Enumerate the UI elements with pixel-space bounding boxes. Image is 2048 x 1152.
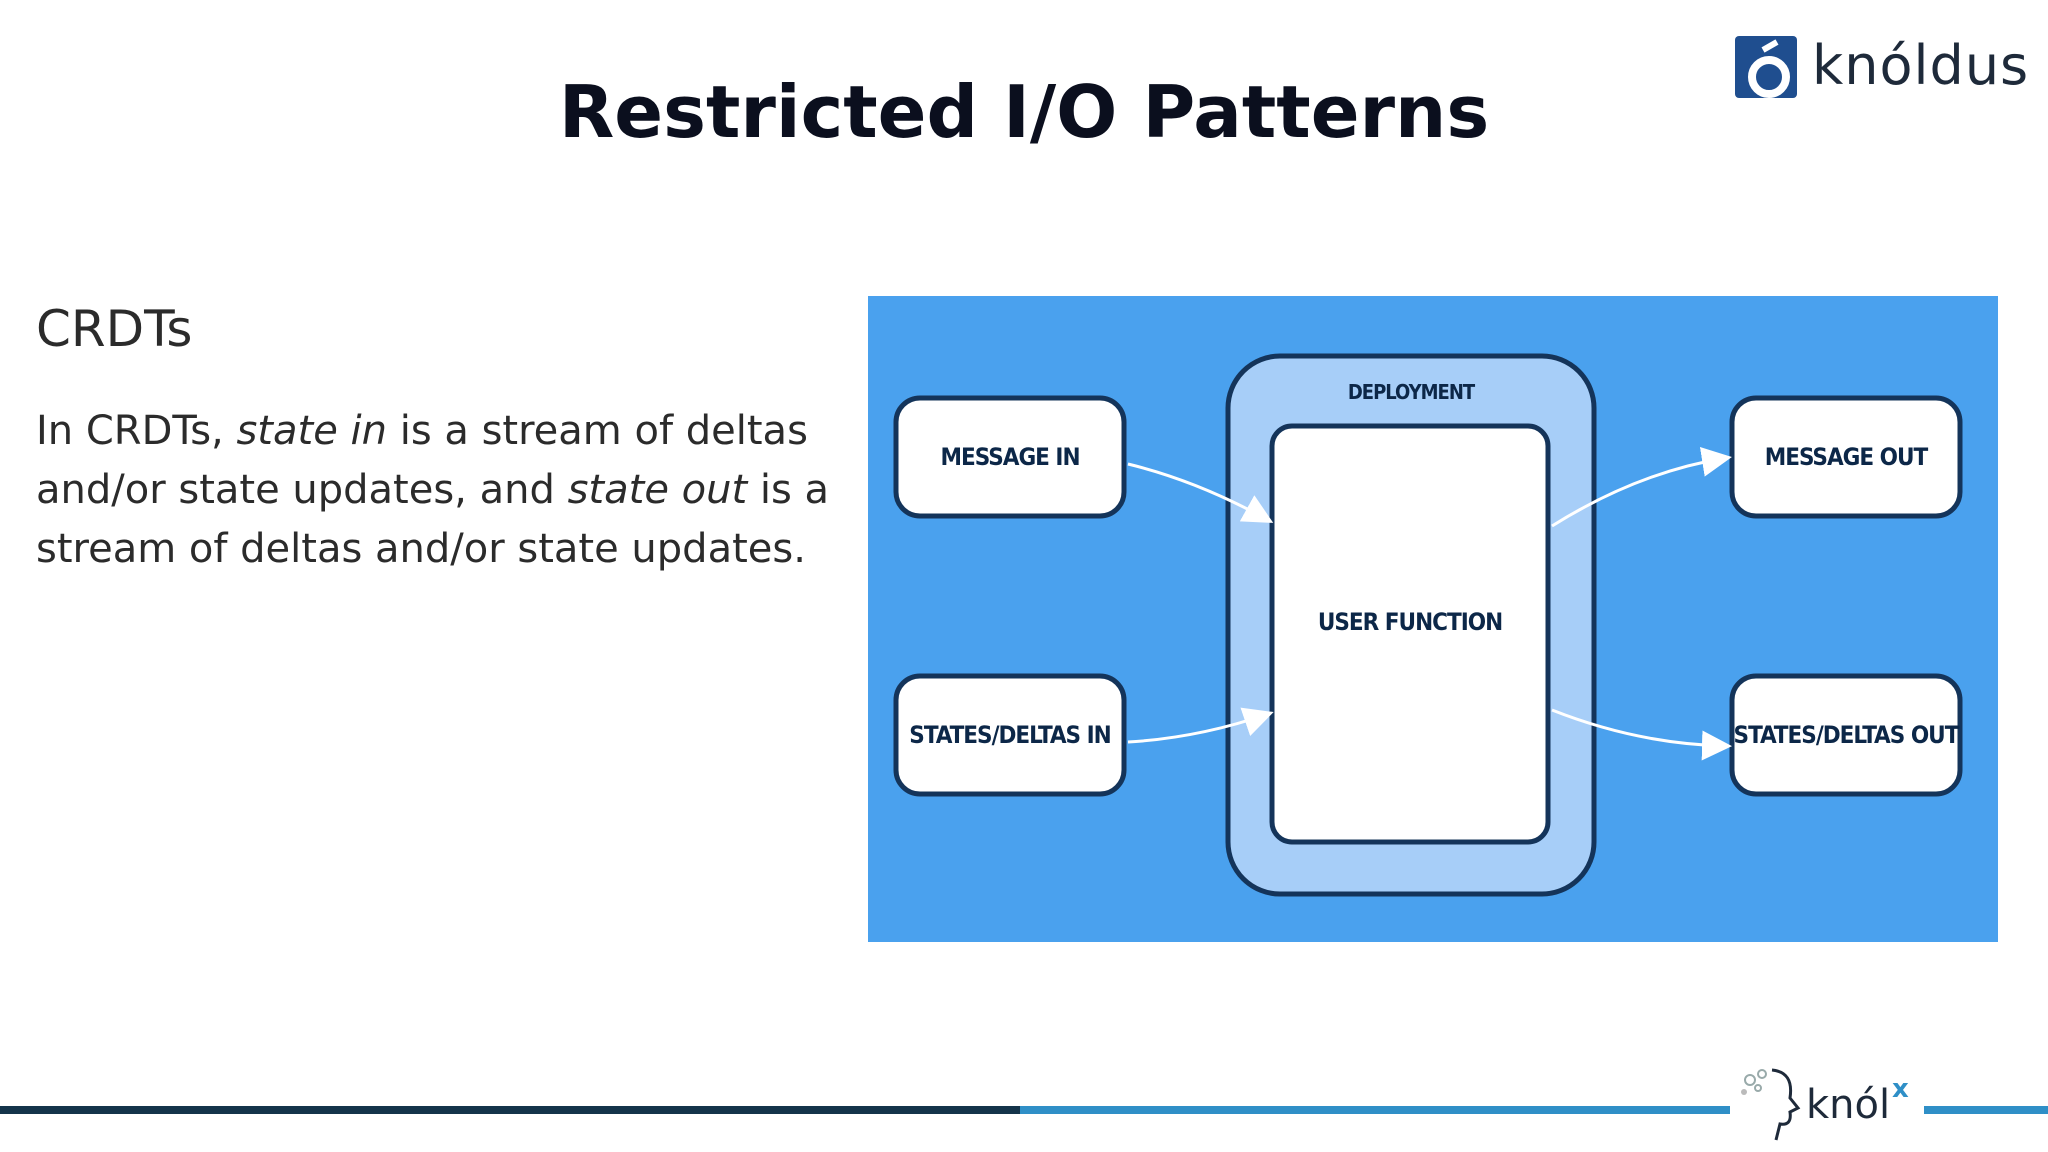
footer-bar-light: [1020, 1106, 2048, 1114]
body-paragraph: In CRDTs, state in is a stream of deltas…: [36, 402, 836, 579]
paragraph-text-3: is a stream of deltas and/or state updat…: [36, 467, 830, 572]
paragraph-text-2: is a stream of deltas and/or state updat…: [36, 408, 808, 513]
arrow-message-in: [1127, 462, 1274, 523]
paragraph-emphasis-state-out: state out: [567, 467, 748, 513]
knolx-logo-superscript: x: [1892, 1074, 1909, 1104]
message-in-label: MESSAGE IN: [940, 443, 1079, 471]
paragraph-text-1: In CRDTs,: [36, 408, 237, 454]
io-pattern-diagram: DEPLOYMENT USER FUNCTION MESSAGE IN STAT…: [868, 296, 1998, 942]
section-heading: CRDTs: [36, 300, 193, 358]
arrow-message-out: [1551, 446, 1732, 528]
states-deltas-out-label: STATES/DELTAS OUT: [1734, 721, 1960, 749]
knolx-head-icon: [1741, 1068, 1801, 1141]
knoldus-logo-text: knóldus: [1812, 34, 2030, 97]
arrow-states-in: [1127, 707, 1274, 744]
knoldus-logo-icon: [1735, 36, 1797, 98]
knolx-logo: knól x: [1730, 1050, 1924, 1152]
states-deltas-in-label: STATES/DELTAS IN: [909, 721, 1110, 749]
footer-bar-dark: [0, 1106, 1020, 1114]
states-deltas-in-box: [893, 673, 1127, 797]
slide-title: Restricted I/O Patterns: [558, 70, 1490, 154]
message-in-box: [893, 395, 1127, 519]
message-out-box: [1729, 395, 1963, 519]
user-function-box: [1269, 423, 1551, 845]
knolx-logo-text: knól: [1806, 1082, 1891, 1128]
user-function-label: USER FUNCTION: [1318, 608, 1502, 636]
arrow-states-out: [1551, 708, 1732, 761]
states-deltas-out-box: [1729, 673, 1963, 797]
deployment-label: DEPLOYMENT: [1348, 380, 1476, 404]
paragraph-emphasis-state-in: state in: [236, 408, 387, 454]
message-out-label: MESSAGE OUT: [1765, 443, 1929, 471]
